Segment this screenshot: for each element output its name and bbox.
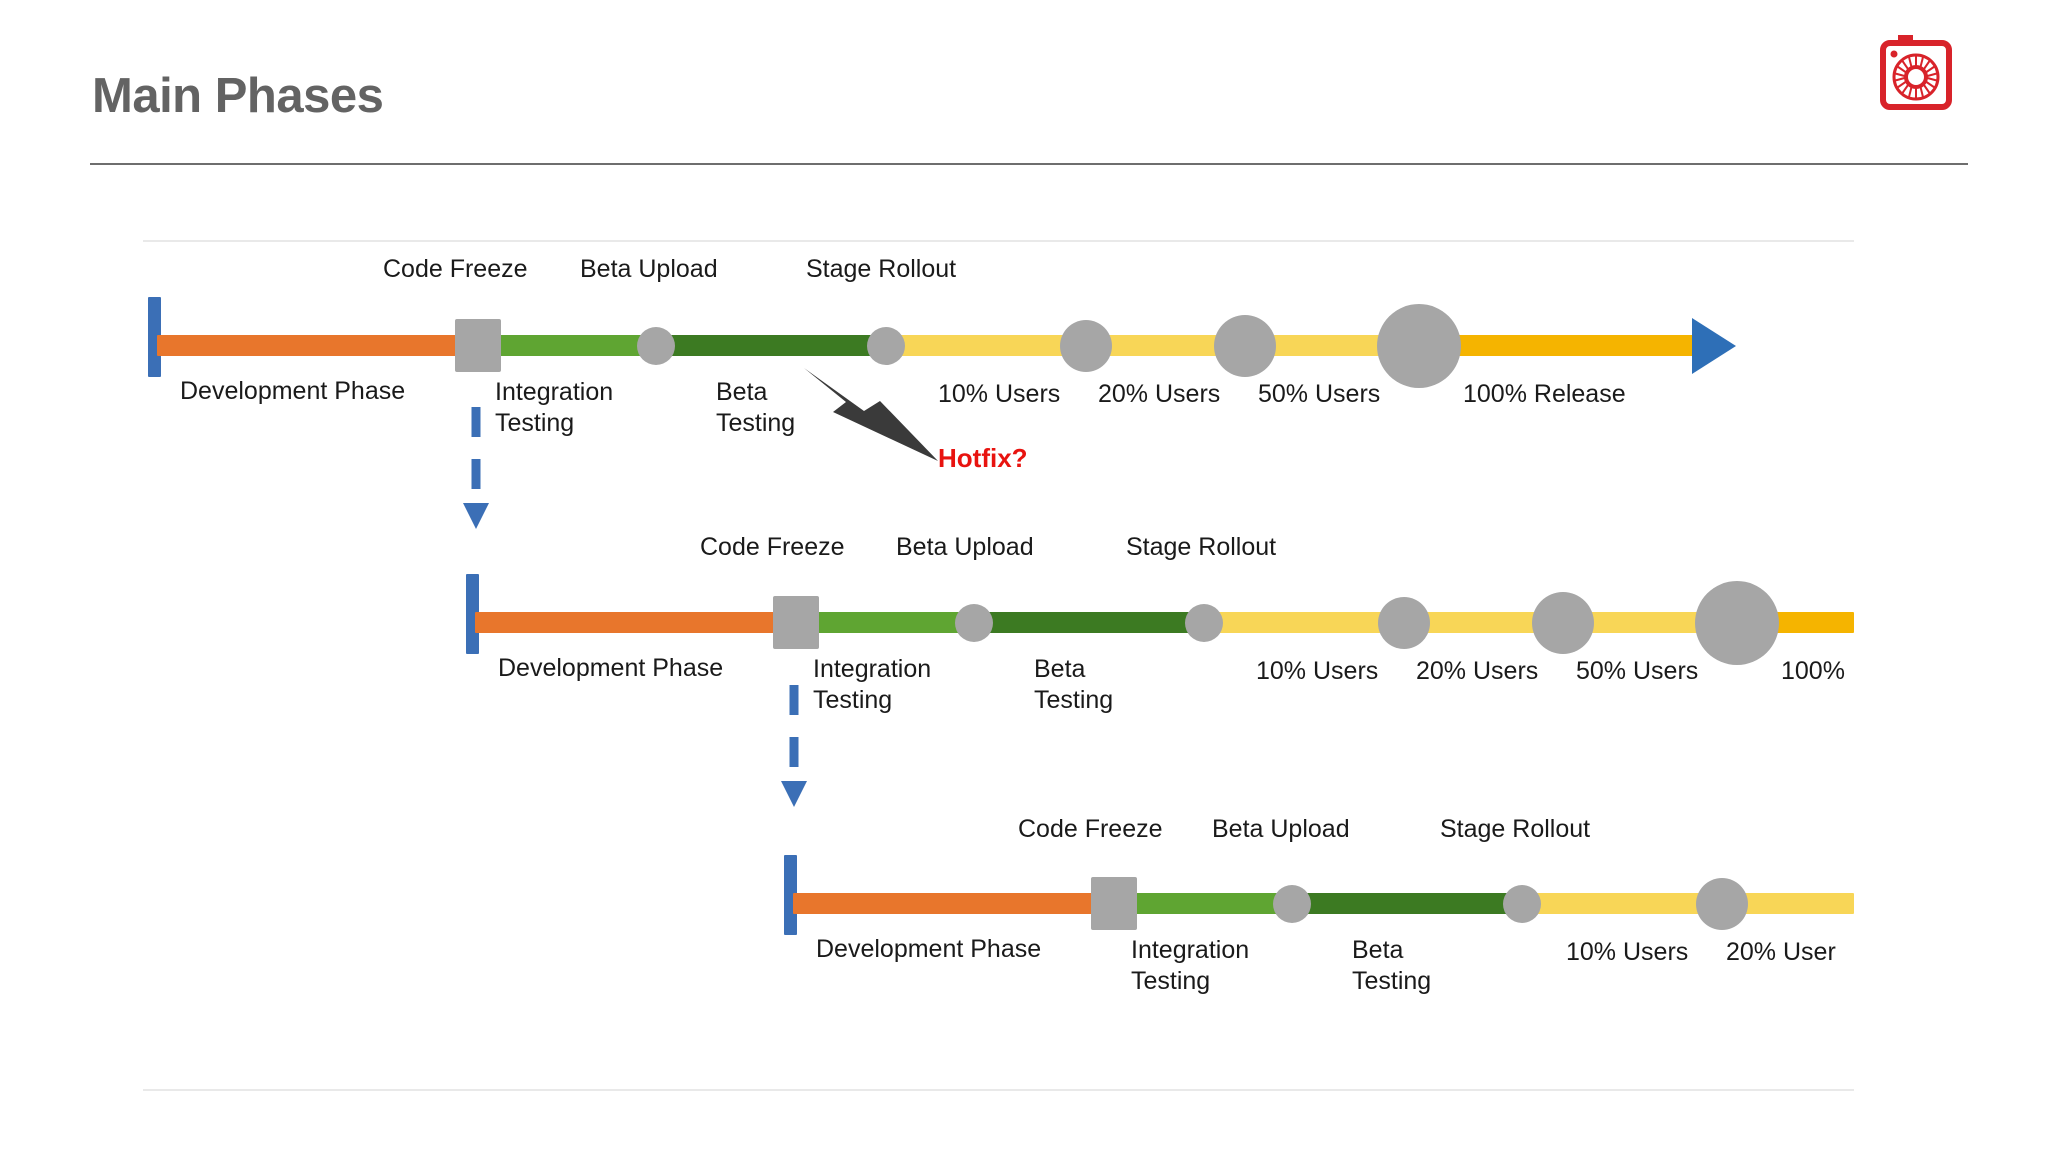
row3-phase-integration: Integration Testing	[1131, 936, 1250, 995]
release-train-2: Code Freeze Beta Upload Stage Rollout De…	[0, 0, 2048, 714]
row1-phase-integration: Integration Testing	[495, 378, 614, 437]
row2-node-users-10	[1378, 597, 1430, 649]
row1-phase-development: Development Phase	[180, 377, 406, 405]
release-train-3: Code Freeze Beta Upload Stage Rollout De…	[0, 0, 2048, 995]
release-train-1: Code Freeze Beta Upload Stage Rollout De…	[0, 0, 2048, 437]
row3-segment-stage	[1516, 893, 1854, 914]
row2-node-stage-rollout	[1185, 604, 1223, 642]
page-title: Main Phases	[92, 69, 384, 123]
row2-phase-development: Development Phase	[498, 654, 724, 682]
row3-node-beta-upload	[1273, 885, 1311, 923]
row1-phase-users-20: 20% Users	[1098, 380, 1221, 408]
row2-phase-users-50: 50% Users	[1576, 657, 1699, 685]
row2-node-users-50	[1695, 581, 1779, 665]
camera-icon	[1878, 32, 1966, 114]
row3-phase-users-10: 10% Users	[1566, 938, 1689, 966]
row1-phase-beta: Beta Testing	[716, 378, 796, 437]
row3-node-code-freeze	[1091, 877, 1137, 930]
header-divider	[90, 163, 1968, 165]
row1-label-stage-rollout: Stage Rollout	[806, 255, 957, 283]
row1-node-users-20	[1214, 315, 1276, 377]
row3-start-bar	[784, 855, 797, 935]
row3-label-stage-rollout: Stage Rollout	[1440, 815, 1591, 843]
row3-phase-development: Development Phase	[816, 935, 1042, 963]
row2-segment-integration	[805, 612, 977, 633]
row3-node-users-10	[1696, 878, 1748, 930]
row2-start-bar	[466, 574, 479, 654]
hotfix-label: Hotfix?	[938, 443, 1028, 473]
row2-phase-integration: Integration Testing	[813, 655, 932, 714]
row2-node-beta-upload	[955, 604, 993, 642]
row3-label-code-freeze: Code Freeze	[1018, 815, 1163, 843]
row1-segment-final	[1412, 335, 1696, 356]
row2-label-stage-rollout: Stage Rollout	[1126, 533, 1277, 561]
row1-segment-stage	[880, 335, 1420, 356]
row2-phase-users-10: 10% Users	[1256, 657, 1379, 685]
row3-segment-development	[793, 893, 1098, 914]
row2-phase-release-100: 100%	[1781, 657, 1845, 685]
row1-segment-beta	[655, 335, 886, 356]
connector-row1-to-row2	[462, 405, 490, 555]
row1-node-beta-upload	[637, 327, 675, 365]
row1-phase-release-100: 100% Release	[1463, 380, 1626, 408]
row2-phase-beta: Beta Testing	[1034, 655, 1114, 714]
row1-phase-users-10: 10% Users	[938, 380, 1061, 408]
row3-segment-integration	[1123, 893, 1295, 914]
connector-row2-to-row3	[780, 683, 808, 833]
row3-phase-users-20: 20% User	[1726, 938, 1836, 966]
diagram-bottom-divider	[143, 1089, 1854, 1091]
row1-segment-integration	[487, 335, 659, 356]
row2-segment-beta	[973, 612, 1204, 633]
row1-phase-users-50: 50% Users	[1258, 380, 1381, 408]
row2-phase-users-20: 20% Users	[1416, 657, 1539, 685]
row1-label-code-freeze: Code Freeze	[383, 255, 528, 283]
row1-label-beta-upload: Beta Upload	[580, 255, 718, 283]
row2-segment-development	[475, 612, 780, 633]
row3-phase-beta: Beta Testing	[1352, 936, 1432, 995]
row2-node-users-20	[1532, 592, 1594, 654]
row1-node-users-10	[1060, 320, 1112, 372]
row3-segment-beta	[1291, 893, 1522, 914]
row1-node-stage-rollout	[867, 327, 905, 365]
diagram-top-divider	[143, 240, 1854, 242]
row1-node-code-freeze	[455, 319, 501, 372]
row2-node-code-freeze	[773, 596, 819, 649]
row2-label-code-freeze: Code Freeze	[700, 533, 845, 561]
row3-node-stage-rollout	[1503, 885, 1541, 923]
hotfix-arrow-icon	[800, 360, 940, 470]
row1-segment-development	[157, 335, 462, 356]
row2-label-beta-upload: Beta Upload	[896, 533, 1034, 561]
row1-start-bar	[148, 297, 161, 377]
row2-segment-stage	[1198, 612, 1738, 633]
row1-node-users-50	[1377, 304, 1461, 388]
row3-label-beta-upload: Beta Upload	[1212, 815, 1350, 843]
row1-end-arrow-icon	[1692, 318, 1736, 374]
